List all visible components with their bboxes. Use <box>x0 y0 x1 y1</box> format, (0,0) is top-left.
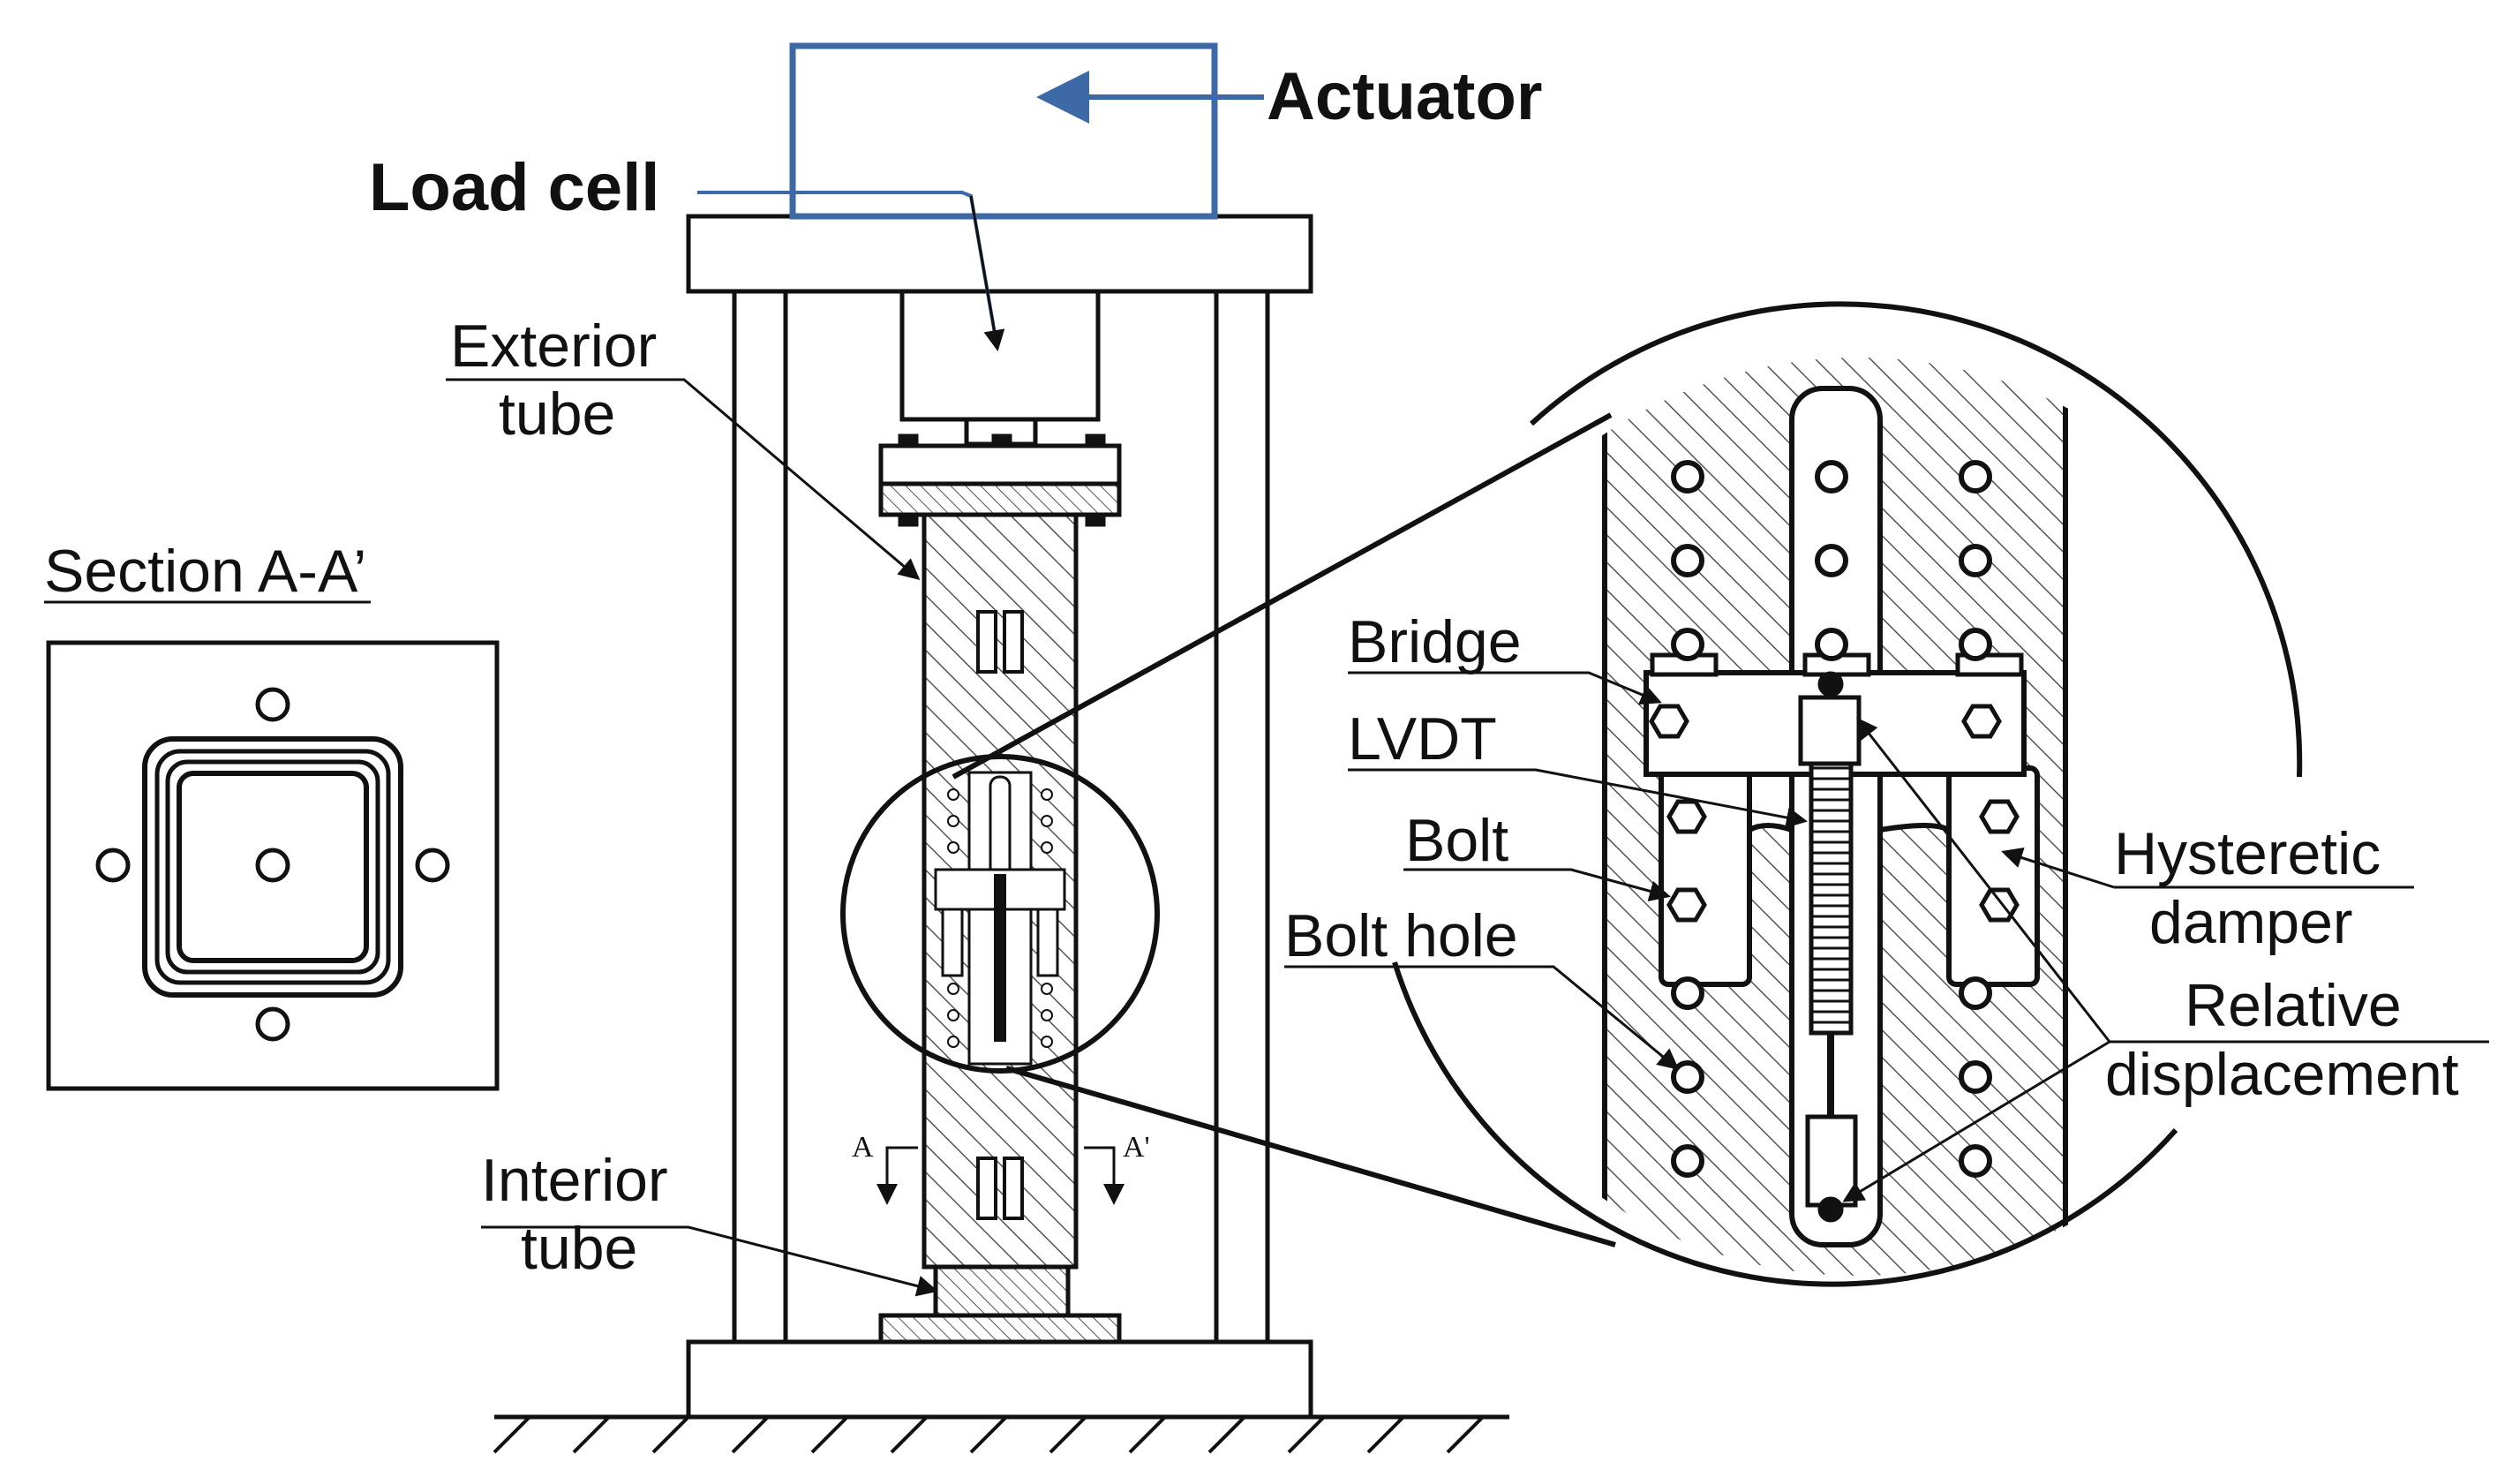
base-plate <box>878 1313 1122 1345</box>
zoom-outline-bottom <box>1392 961 2178 1287</box>
leader-lines <box>44 71 2489 1297</box>
right-column <box>1214 289 1270 1345</box>
zoom-lvdt <box>1798 671 1862 1223</box>
label-exterior-tube-1: Exterior <box>450 313 657 380</box>
interior-tube <box>933 1264 1071 1318</box>
top-flange <box>878 433 1122 527</box>
label-bolt-hole: Bolt hole <box>1284 902 1518 969</box>
load-cell <box>899 289 1101 447</box>
label-section: Section A-A’ <box>44 538 366 605</box>
zoom-bolts <box>1649 704 2020 923</box>
ground <box>493 1414 1509 1454</box>
section-mark-a-prime-label: A' <box>1123 1131 1150 1164</box>
label-lvdt: LVDT <box>1348 705 1497 772</box>
zoom-detail <box>1392 301 2317 1287</box>
test-frame <box>686 214 1313 1420</box>
zoom-outline-top <box>1529 301 2303 778</box>
slot-lower <box>976 1157 1024 1220</box>
label-relative-2: displacement <box>2105 1041 2459 1108</box>
actuator <box>789 42 1218 220</box>
label-bolt: Bolt <box>1405 807 1508 874</box>
label-actuator: Actuator <box>1267 59 1542 134</box>
zoom-cone-lines <box>952 412 1616 1247</box>
section-mark-a-label: A <box>852 1131 874 1164</box>
label-hysteretic-1: Hysteretic <box>2114 820 2381 887</box>
label-exterior-tube-2: tube <box>499 381 615 448</box>
label-relative-1: Relative <box>2185 972 2402 1039</box>
label-load-cell: Load cell <box>369 150 659 225</box>
detail-circle-small <box>840 754 1160 1074</box>
left-column <box>732 289 788 1345</box>
slot-upper <box>976 610 1024 674</box>
section-view <box>46 640 500 1091</box>
label-interior-tube-2: tube <box>521 1215 637 1282</box>
base-beam <box>686 1339 1313 1420</box>
top-beam <box>686 214 1313 294</box>
section-mark-a <box>876 1146 918 1205</box>
zoom-bolt-holes <box>1671 460 1992 1178</box>
section-mark-a-prime <box>1084 1146 1125 1205</box>
label-bridge: Bridge <box>1348 608 1522 675</box>
label-hysteretic-2: damper <box>2149 889 2353 956</box>
label-interior-tube-1: Interior <box>481 1147 668 1214</box>
